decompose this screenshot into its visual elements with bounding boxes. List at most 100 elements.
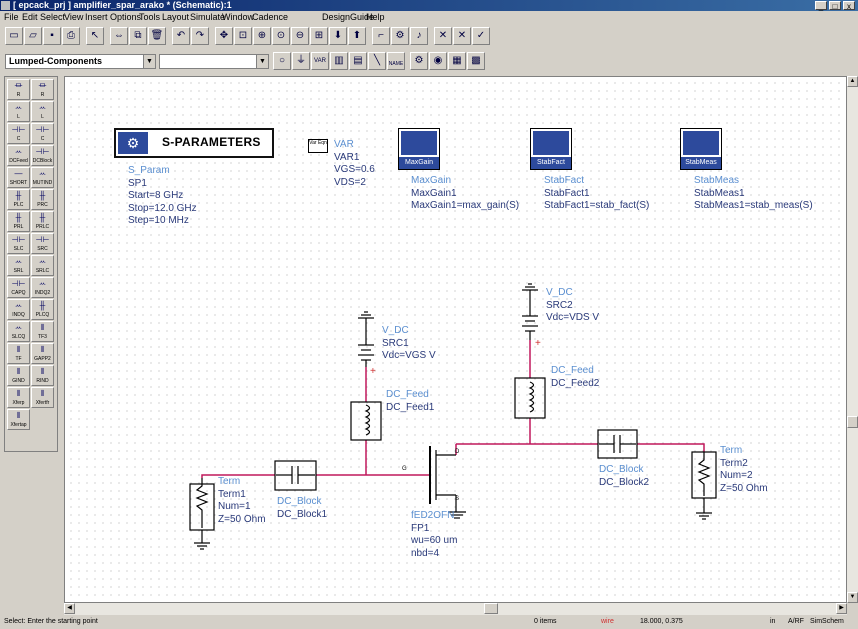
maxgain-icon[interactable]: MaxGain bbox=[398, 128, 440, 170]
dc-feed2-symbol[interactable] bbox=[514, 377, 546, 419]
menu-options[interactable]: Options bbox=[110, 12, 142, 22]
fit-icon[interactable]: ⇔ bbox=[110, 27, 128, 45]
deactivate-icon[interactable]: ✕ bbox=[434, 27, 452, 45]
palette-item-short[interactable]: —SHORT bbox=[7, 167, 30, 188]
palette-item-tf[interactable]: ⫴TF bbox=[7, 343, 30, 364]
palette-item-xferp[interactable]: ⫴Xferp bbox=[7, 387, 30, 408]
palette-item-r[interactable]: ⏛R bbox=[7, 79, 30, 100]
wire-icon[interactable]: ⌐ bbox=[372, 27, 390, 45]
component-history-icon[interactable]: ▥ bbox=[330, 52, 348, 70]
scroll-up-icon[interactable]: ▲ bbox=[847, 76, 858, 87]
menu-window[interactable]: Window bbox=[222, 12, 255, 22]
stabmeas-icon[interactable]: StabMeas bbox=[680, 128, 722, 170]
palette-item-c[interactable]: ⊣⊢C bbox=[7, 123, 30, 144]
draw-line-icon[interactable]: ╲ bbox=[368, 52, 386, 70]
pointer-icon[interactable]: ↖ bbox=[86, 27, 104, 45]
palette-item-xfertfr[interactable]: ⫴Xfertfr bbox=[31, 387, 54, 408]
palette-item-r2[interactable]: ⏛R bbox=[31, 79, 54, 100]
palette-item-c2[interactable]: ⊣⊢C bbox=[31, 123, 54, 144]
var-params[interactable]: VAR VAR1 VGS=0.6 VDS=2 bbox=[334, 139, 375, 188]
pop-up-icon[interactable]: ⬆ bbox=[348, 27, 366, 45]
dc-block1-symbol[interactable] bbox=[274, 460, 317, 491]
zoom-out-icon[interactable]: ⊖ bbox=[291, 27, 309, 45]
view-all-icon[interactable]: ⊞ bbox=[310, 27, 328, 45]
sparameters-controller[interactable]: ⚙ S-PARAMETERS bbox=[114, 128, 274, 158]
copy-icon[interactable]: ⧉ bbox=[129, 27, 147, 45]
term1-params[interactable]: Term Term1 Num=1 Z=50 Ohm bbox=[218, 476, 266, 525]
feed1-params[interactable]: DC_Feed DC_Feed1 bbox=[386, 389, 435, 413]
push-down-icon[interactable]: ⬇ bbox=[329, 27, 347, 45]
block1-params[interactable]: DC_Block DC_Block1 bbox=[277, 496, 328, 520]
tune-icon[interactable]: ♪ bbox=[410, 27, 428, 45]
move-icon[interactable]: ✥ bbox=[215, 27, 233, 45]
scroll-thumb-horizontal[interactable] bbox=[484, 603, 498, 614]
fet-params[interactable]: fED2OFN FP1 wu=60 um nbd=4 bbox=[411, 510, 458, 559]
menu-cadence[interactable]: Cadence bbox=[252, 12, 289, 22]
scroll-down-icon[interactable]: ▼ bbox=[847, 592, 858, 603]
dc-block2-symbol[interactable] bbox=[597, 429, 638, 459]
palette-item-plc[interactable]: ╫PLC bbox=[7, 189, 30, 210]
palette-item-dcblock[interactable]: ⊣⊢DCBlock bbox=[31, 145, 54, 166]
design-icon[interactable]: ⚙ bbox=[410, 52, 428, 70]
palette-select[interactable]: Lumped-Components ▼ bbox=[5, 54, 156, 69]
palette-item-rind[interactable]: ⫴RIND bbox=[31, 365, 54, 386]
undo-icon[interactable]: ↶ bbox=[172, 27, 190, 45]
src1-params[interactable]: V_DC SRC1 Vdc=VGS V bbox=[382, 325, 436, 362]
scroll-left-icon[interactable]: ◀ bbox=[64, 603, 75, 614]
palette-item-capq[interactable]: ⊣⊢CAPQ bbox=[7, 277, 30, 298]
save-icon[interactable]: ▪ bbox=[43, 27, 61, 45]
palette-item-prc[interactable]: ╫PRC bbox=[31, 189, 54, 210]
chevron-down-icon[interactable]: ▼ bbox=[143, 55, 155, 68]
chevron-down-icon[interactable]: ▼ bbox=[256, 55, 268, 68]
name-button[interactable]: NAME bbox=[387, 52, 405, 70]
palette-item-tf3[interactable]: ⫴TF3 bbox=[31, 321, 54, 342]
datadisplay-icon[interactable]: ▩ bbox=[467, 52, 485, 70]
var-eqn-icon[interactable]: Var Eqn bbox=[308, 139, 328, 153]
palette-item-plcq[interactable]: ╫PLCQ bbox=[31, 299, 54, 320]
redo-icon[interactable]: ↷ bbox=[191, 27, 209, 45]
menu-select[interactable]: Select bbox=[40, 12, 66, 22]
wire-term2[interactable] bbox=[637, 443, 705, 452]
palette-item-prl[interactable]: ╫PRL bbox=[7, 211, 30, 232]
menu-view[interactable]: View bbox=[64, 12, 84, 22]
stabmeas-params[interactable]: StabMeas StabMeas1 StabMeas1=stab_meas(S… bbox=[694, 175, 813, 212]
component-select[interactable]: ▼ bbox=[159, 54, 269, 69]
simulate-icon[interactable]: ⚙ bbox=[391, 27, 409, 45]
menu-insert[interactable]: Insert bbox=[85, 12, 108, 22]
stabfact-params[interactable]: StabFact StabFact1 StabFact1=stab_fact(S… bbox=[544, 175, 650, 212]
open-icon[interactable]: ▱ bbox=[24, 27, 42, 45]
menu-help[interactable]: Help bbox=[366, 12, 385, 22]
minimize-button[interactable]: _ bbox=[815, 1, 827, 11]
palette-item-src[interactable]: ⊣⊢SRC bbox=[31, 233, 54, 254]
short-icon[interactable]: ✕ bbox=[453, 27, 471, 45]
horizontal-scrollbar[interactable]: ◀ ▶ bbox=[64, 603, 847, 615]
scroll-right-icon[interactable]: ▶ bbox=[836, 603, 847, 614]
menu-file[interactable]: File bbox=[4, 12, 19, 22]
zoom-in-icon[interactable]: ⊕ bbox=[253, 27, 271, 45]
activate-icon[interactable]: ✓ bbox=[472, 27, 490, 45]
vertical-scrollbar[interactable]: ▲ ▼ bbox=[847, 76, 858, 603]
port-icon[interactable]: ○ bbox=[273, 52, 291, 70]
schematic-icon[interactable]: ◉ bbox=[429, 52, 447, 70]
sweep-icon[interactable]: ▤ bbox=[349, 52, 367, 70]
palette-item-xfertap[interactable]: ⫴Xfertap bbox=[7, 409, 30, 430]
var-button[interactable]: VAR bbox=[311, 52, 329, 70]
menu-tools[interactable]: Tools bbox=[139, 12, 161, 22]
scroll-thumb-vertical[interactable] bbox=[847, 416, 858, 428]
zoom-area-icon[interactable]: ⊡ bbox=[234, 27, 252, 45]
ground-icon[interactable]: ⏚ bbox=[292, 52, 310, 70]
menu-designguide[interactable]: DesignGuide bbox=[322, 12, 375, 22]
wire-term1[interactable] bbox=[201, 474, 275, 478]
feed2-params[interactable]: DC_Feed DC_Feed2 bbox=[551, 365, 600, 389]
palette-item-gind[interactable]: ⫴GIND bbox=[7, 365, 30, 386]
new-icon[interactable]: ▭ bbox=[5, 27, 23, 45]
menu-layout[interactable]: Layout bbox=[162, 12, 190, 22]
